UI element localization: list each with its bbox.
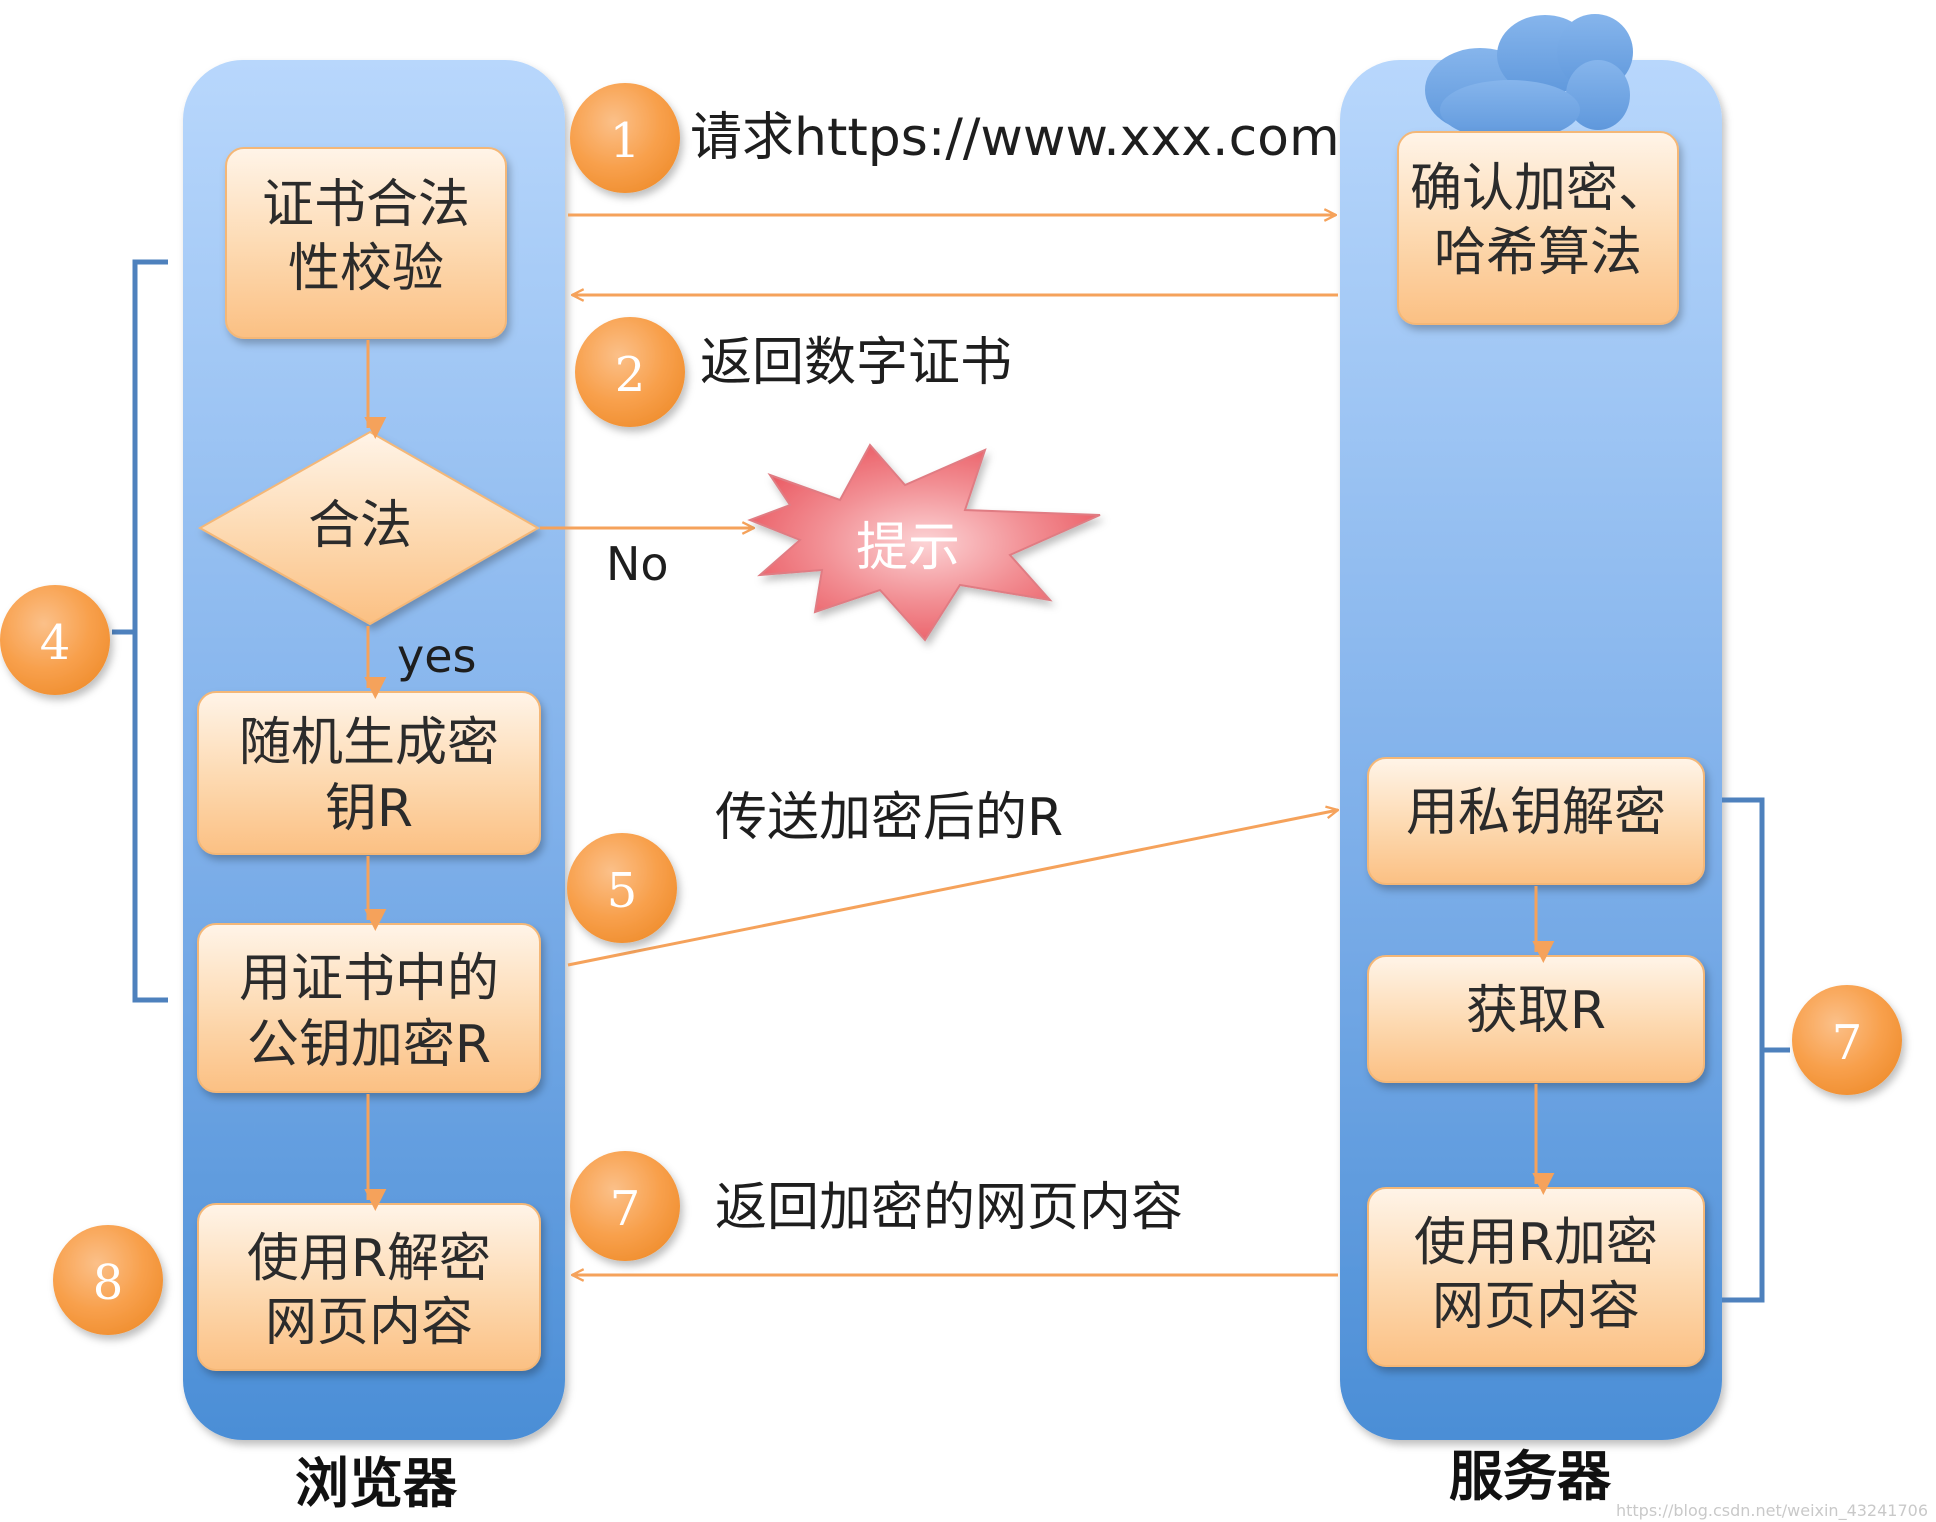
arrow-send-key	[567, 810, 1338, 967]
bracket-step4	[112, 259, 168, 1003]
confirm-algo-line2: 哈希算法	[1434, 223, 1642, 283]
watermark-text: https://blog.csdn.net/weixin_43241706	[1616, 1501, 1928, 1521]
encrypt-key-line1: 用证书中的	[239, 949, 499, 1009]
return-cert-label: 返回数字证书	[700, 333, 1012, 393]
cert-check-box: 证书合法 性校验	[225, 147, 507, 339]
badge-2-number: 2	[615, 347, 646, 403]
decrypt-page-line2: 网页内容	[265, 1293, 473, 1353]
badge-7-mid-number: 7	[610, 1181, 641, 1237]
bracket-step7	[1722, 797, 1790, 1303]
confirm-algo-line1: 确认加密、	[1410, 159, 1670, 219]
server-title: 服务器	[1449, 1445, 1612, 1508]
decrypt-private-label: 用私钥解密	[1406, 783, 1666, 843]
badge-2: 2	[575, 317, 685, 427]
cert-check-line2: 性校验	[288, 239, 444, 299]
encrypt-key-line2: 公钥加密R	[247, 1015, 491, 1075]
gen-key-line2: 钥R	[325, 779, 413, 839]
alert-starburst: 提示	[747, 443, 1101, 642]
return-page-label: 返回加密的网页内容	[715, 1178, 1183, 1238]
badge-7-right-number: 7	[1832, 1015, 1863, 1071]
alert-label: 提示	[856, 518, 960, 578]
encrypt-key-box: 用证书中的 公钥加密R	[197, 923, 541, 1093]
request-label: 请求https://www.xxx.com	[690, 108, 1340, 168]
badge-7-right: 7	[1792, 985, 1902, 1095]
decision-diamond: 合法	[197, 430, 541, 626]
encrypt-page-box: 使用R加密 网页内容	[1367, 1187, 1705, 1367]
cloud-icon	[1425, 14, 1633, 140]
badge-8-number: 8	[93, 1255, 124, 1311]
no-branch-label: No	[606, 537, 669, 591]
gen-key-box: 随机生成密 钥R	[197, 691, 541, 855]
badge-8: 8	[53, 1225, 163, 1335]
badge-7-mid: 7	[570, 1151, 680, 1261]
get-r-label: 获取R	[1466, 981, 1606, 1041]
server-column	[1340, 60, 1722, 1440]
yes-branch-label: yes	[397, 629, 477, 683]
decrypt-private-box: 用私钥解密	[1367, 757, 1705, 885]
badge-5: 5	[567, 833, 677, 943]
browser-title: 浏览器	[295, 1452, 458, 1515]
confirm-algo-box: 确认加密、 哈希算法	[1397, 131, 1679, 325]
get-r-box: 获取R	[1367, 955, 1705, 1083]
decrypt-page-box: 使用R解密 网页内容	[197, 1203, 541, 1371]
encrypt-page-line2: 网页内容	[1432, 1277, 1640, 1337]
badge-4: 4	[0, 585, 110, 695]
badge-1: 1	[570, 83, 680, 193]
badge-4-number: 4	[40, 615, 71, 671]
decision-label: 合法	[308, 496, 412, 556]
send-key-label: 传送加密后的R	[715, 788, 1063, 848]
gen-key-line1: 随机生成密	[239, 713, 499, 773]
badge-5-number: 5	[607, 863, 638, 919]
badge-1-number: 1	[610, 113, 641, 169]
cert-check-line1: 证书合法	[262, 175, 470, 235]
decrypt-page-line1: 使用R解密	[247, 1229, 491, 1289]
encrypt-page-line1: 使用R加密	[1414, 1213, 1658, 1273]
